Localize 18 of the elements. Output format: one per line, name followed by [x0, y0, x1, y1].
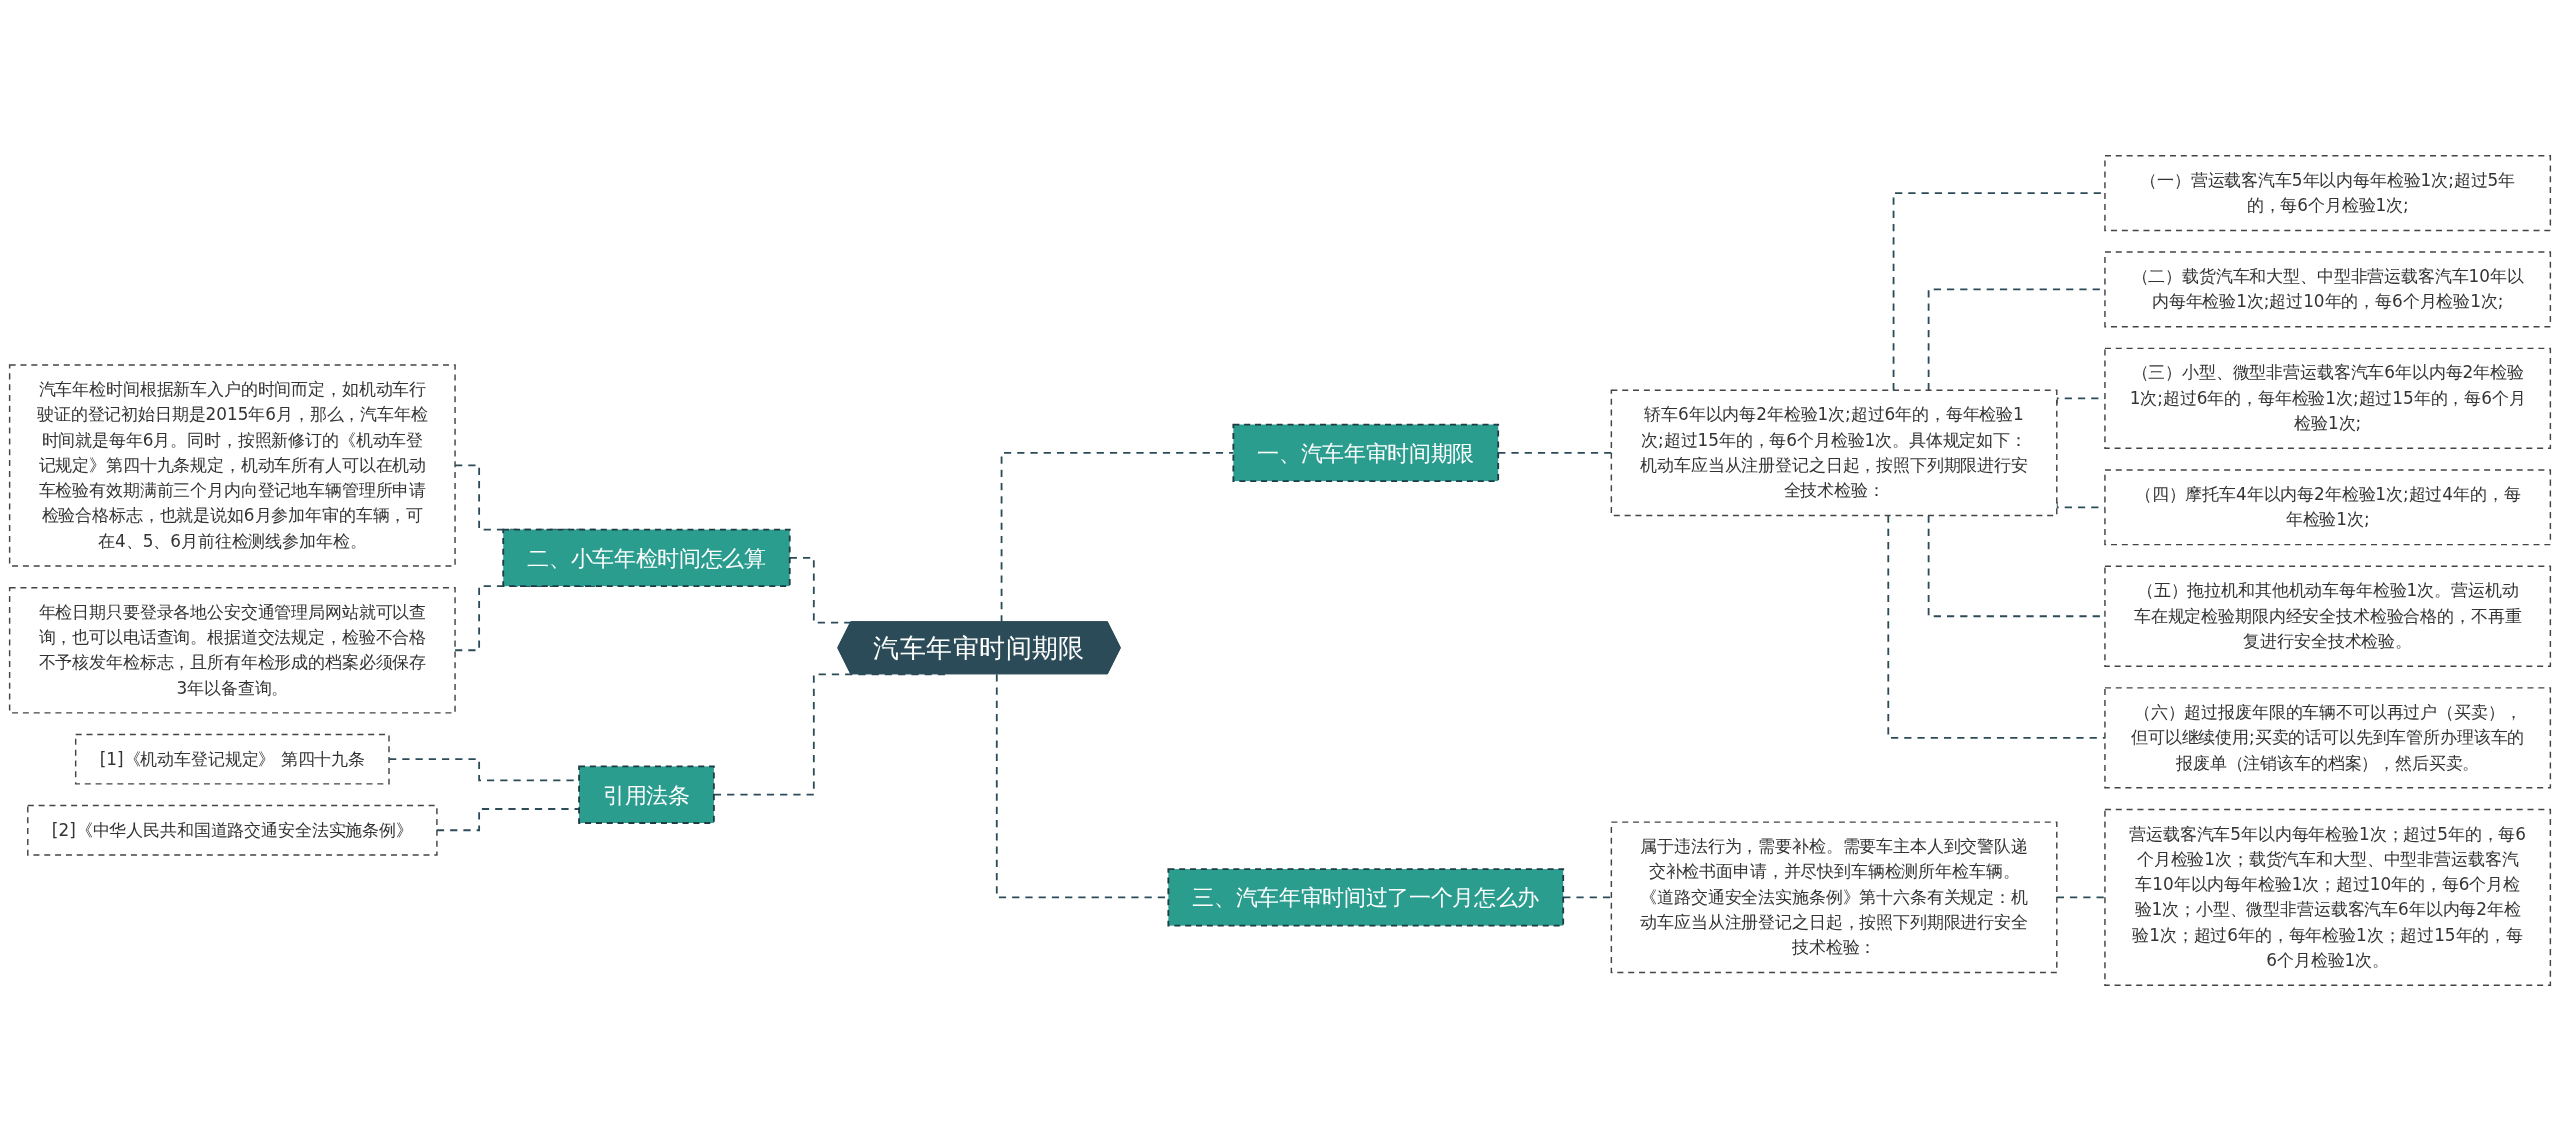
- node-box: [2104, 347, 2552, 450]
- node-box: [2104, 565, 2552, 667]
- node-box: [1610, 389, 2058, 517]
- node-box: [1610, 821, 2058, 974]
- node-box: [8, 364, 456, 567]
- node-box: [27, 804, 438, 856]
- node-box: [2104, 469, 2552, 546]
- node-box: [2104, 808, 2552, 986]
- node-box: [8, 586, 456, 714]
- connector: [436, 808, 580, 832]
- node-box: [2104, 155, 2552, 232]
- node-box: [502, 528, 791, 588]
- node-box: [1232, 423, 1500, 482]
- node-box: [74, 733, 390, 785]
- node-box: [1167, 868, 1565, 927]
- node-box: [578, 765, 715, 824]
- node-box: [2104, 251, 2552, 328]
- node-box: [2104, 687, 2552, 789]
